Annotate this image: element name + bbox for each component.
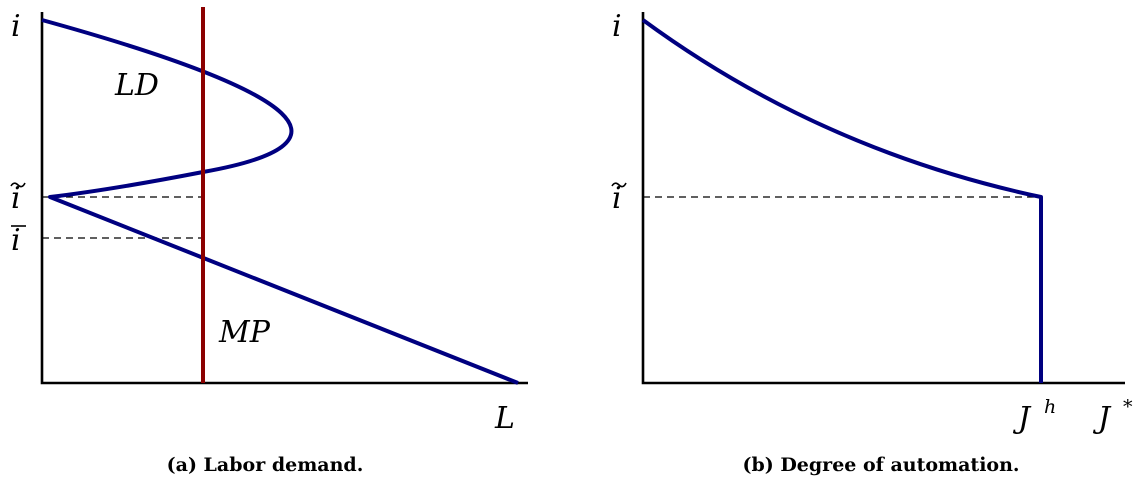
panel-labor-demand: i L i i LD MP (a) Labor demand. — [10, 7, 528, 476]
panel-b-tick-i-tilde-text: i — [612, 181, 622, 216]
panel-a-tick-i-tilde: i — [10, 181, 26, 216]
panel-a-tick-i-bar-text: i — [11, 223, 21, 258]
tilde-mark — [10, 182, 26, 188]
panel-a-x-axis-label: L — [494, 401, 515, 436]
panel-a-axes — [40, 12, 528, 385]
panel-a-tick-i-bar: i — [11, 223, 26, 258]
panel-b-x-axis-sup: * — [1123, 396, 1133, 418]
panel-a-tick-i-tilde-text: i — [11, 181, 21, 216]
panel-b-x-axis-label: J * — [1092, 396, 1133, 436]
panel-degree-of-automation: i i J h J * (b) Degree of automation. — [611, 9, 1133, 476]
automation-curve — [641, 18, 1043, 383]
panel-b-tick-i-tilde: i — [611, 181, 627, 216]
panel-b-axes — [641, 12, 1125, 385]
panel-b-y-axis-label: i — [612, 9, 622, 44]
labor-demand-curve — [41, 18, 519, 385]
label-ld: LD — [114, 68, 159, 103]
label-mp: MP — [218, 315, 271, 350]
panel-b-tick-jh: J h — [1012, 396, 1056, 436]
caption-a: (a) Labor demand. — [167, 454, 364, 476]
panel-b-tick-jh-base: J — [1012, 401, 1032, 436]
panel-b-x-axis-base: J — [1092, 401, 1112, 436]
panel-a-y-axis-label: i — [11, 9, 21, 44]
tilde-mark — [611, 182, 627, 188]
caption-b: (b) Degree of automation. — [742, 454, 1019, 476]
panel-b-tick-jh-sup: h — [1044, 396, 1056, 418]
